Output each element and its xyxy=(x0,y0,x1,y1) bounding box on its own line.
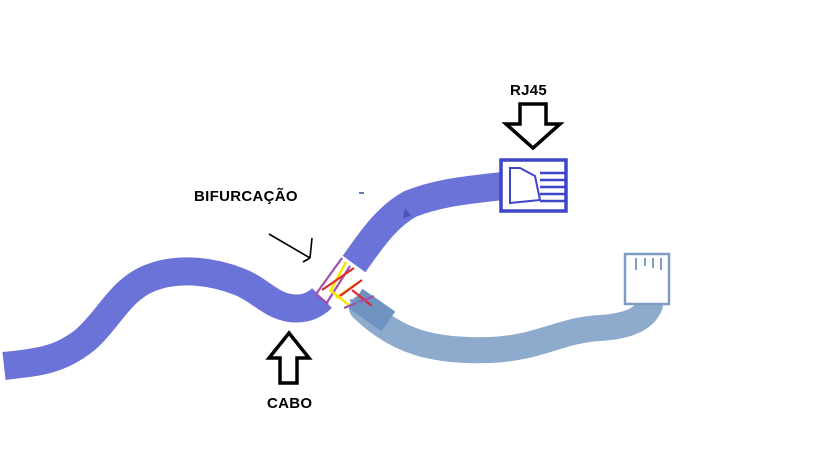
line-arrow-icon xyxy=(268,233,313,263)
rj45-connector-main xyxy=(499,158,568,213)
wire-purple xyxy=(315,257,343,295)
wire-purple xyxy=(315,293,329,305)
branch-cable-stub xyxy=(348,288,396,332)
up-arrow-icon xyxy=(265,330,313,385)
rj45-connector-branch xyxy=(623,252,671,306)
wire-red xyxy=(321,267,355,291)
cable-mark xyxy=(403,208,411,218)
wire-red xyxy=(339,279,363,297)
wire-yellow xyxy=(329,289,351,307)
wire-blue xyxy=(349,299,381,311)
stray-dot xyxy=(359,192,364,194)
rj45-label: RJ45 xyxy=(510,82,548,99)
main-cable-upper xyxy=(342,172,504,273)
bifurcation-wires xyxy=(315,257,381,311)
main-cable xyxy=(2,257,332,380)
wire-yellow xyxy=(328,261,348,293)
wire-red xyxy=(351,289,373,307)
cable-label: CABO xyxy=(267,395,313,412)
down-arrow-icon xyxy=(501,102,565,151)
branch-cable xyxy=(349,292,663,364)
bifurcation-label: BIFURCAÇÃO xyxy=(194,188,298,205)
